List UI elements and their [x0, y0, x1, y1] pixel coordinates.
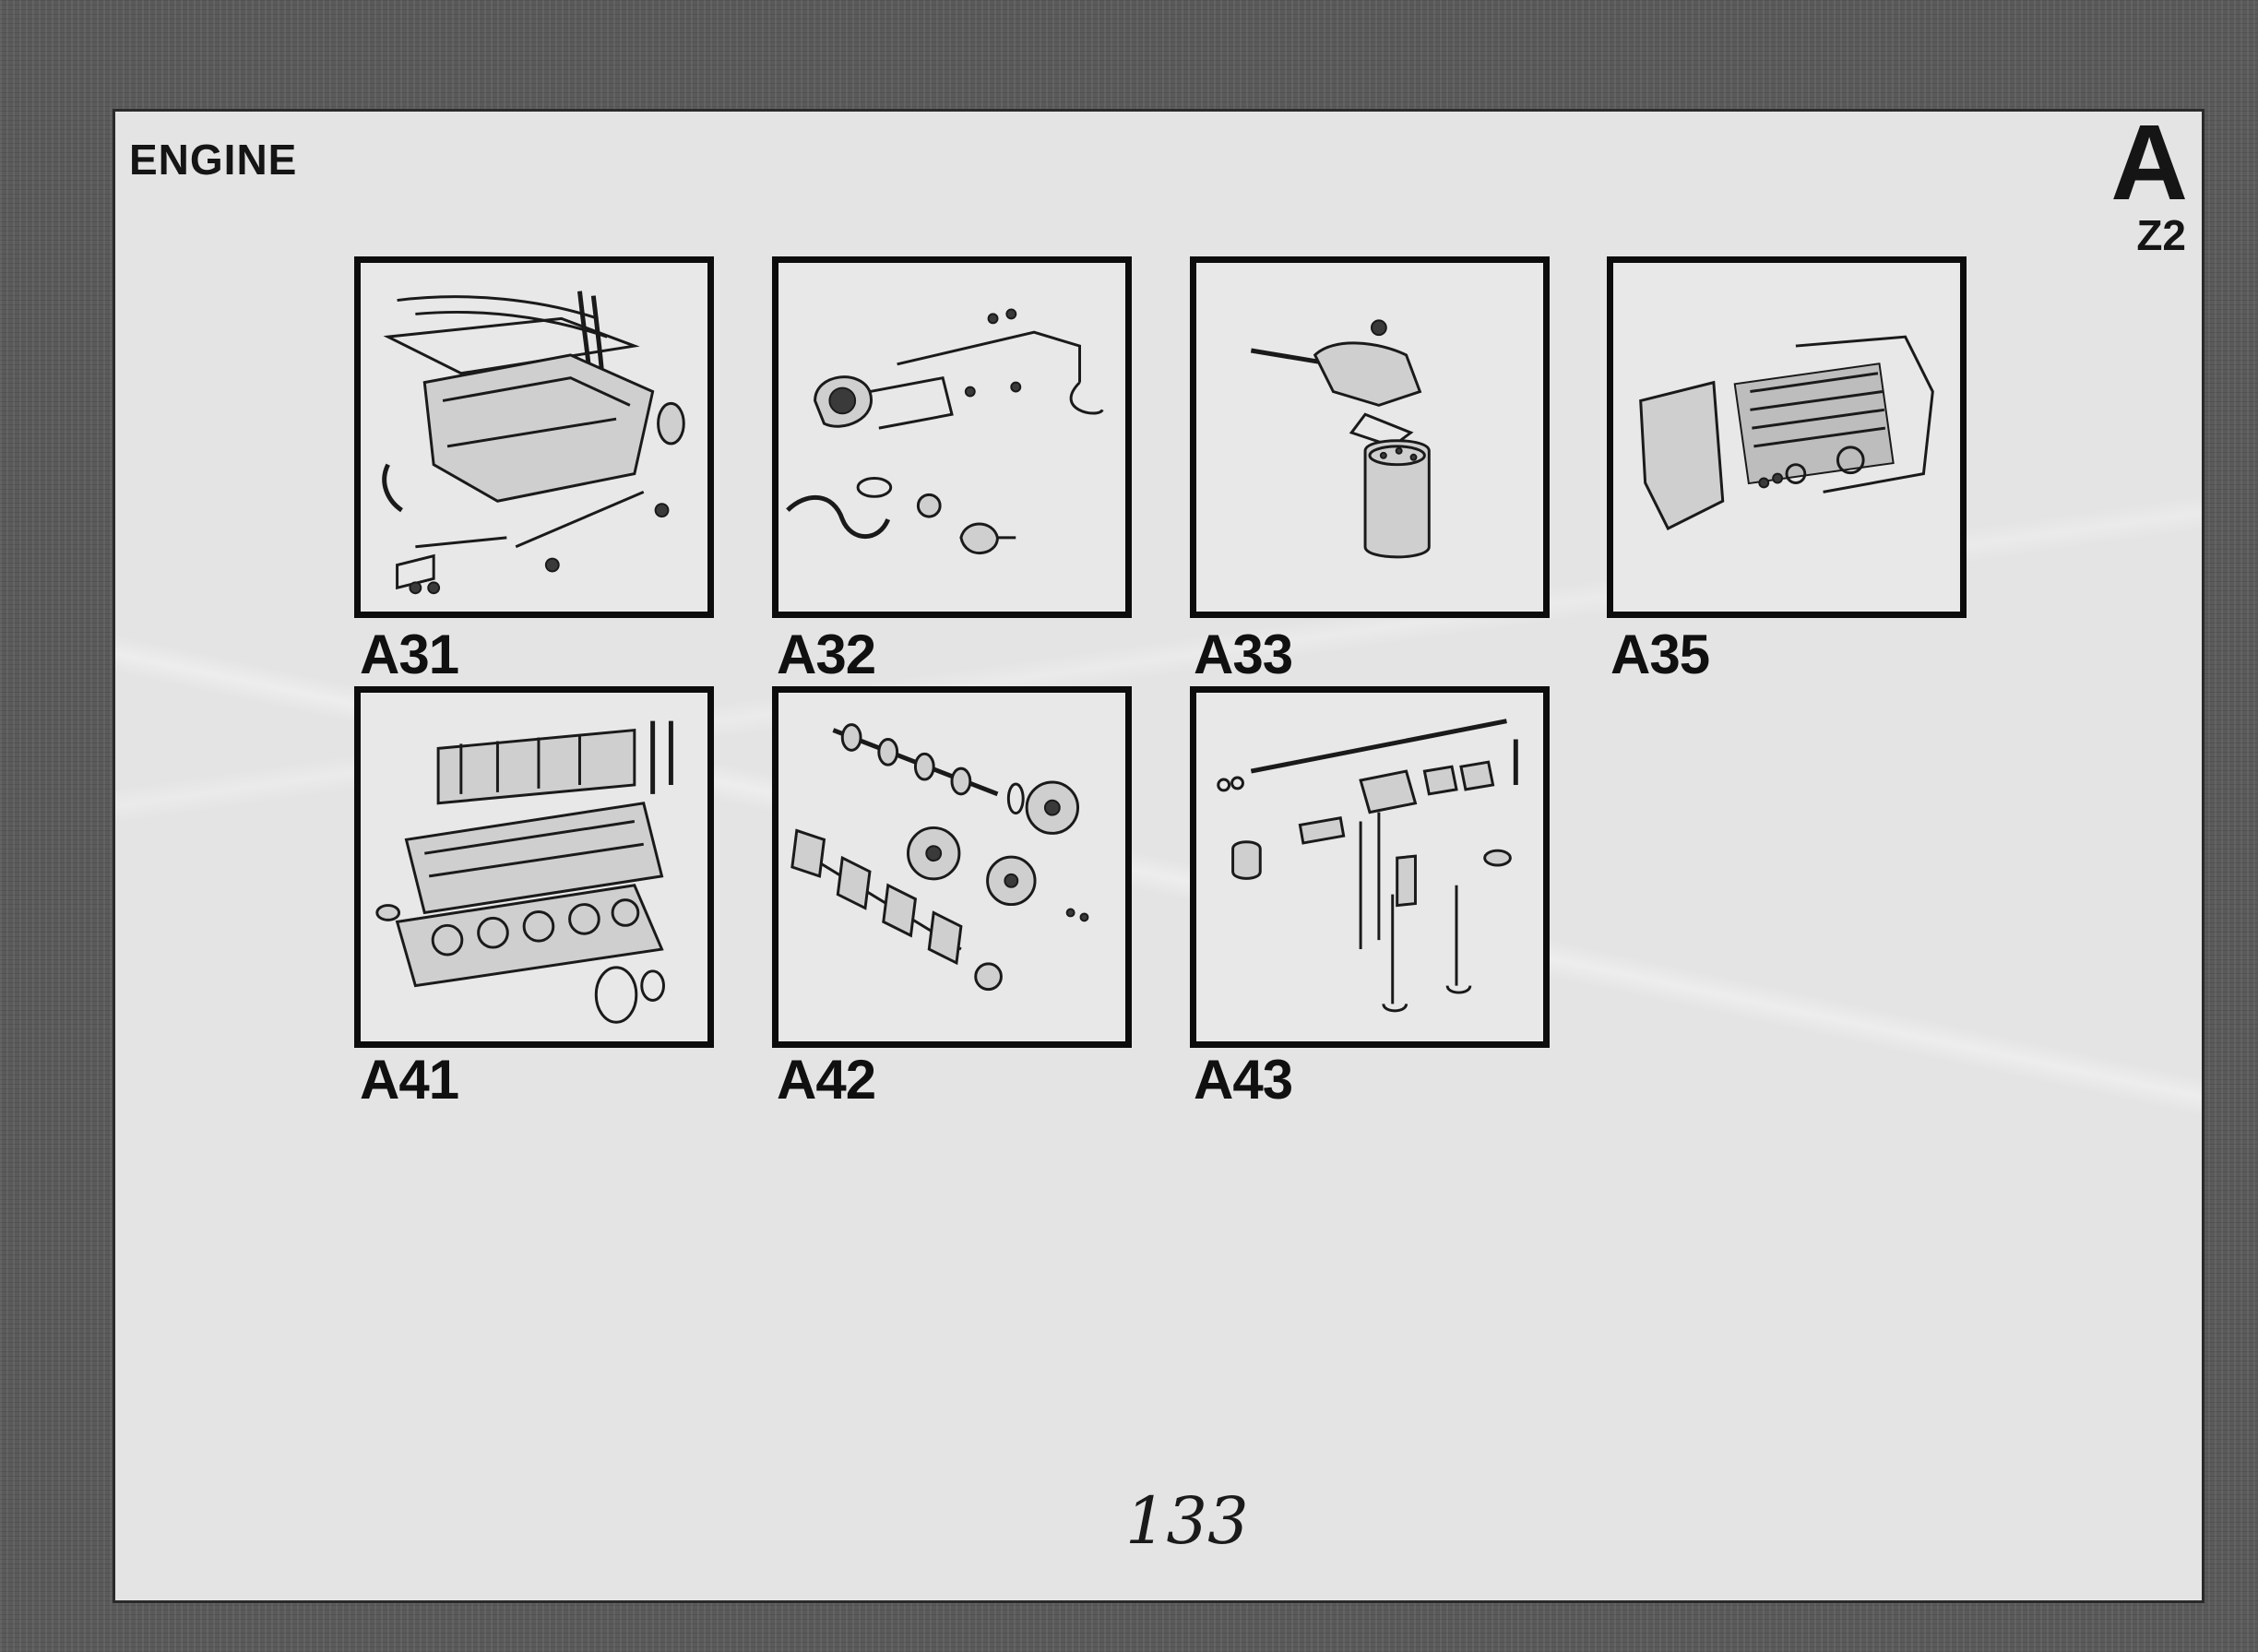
- group-tile-a43[interactable]: [1190, 686, 1550, 1048]
- camshaft-crankshaft-icon: [790, 723, 1089, 992]
- group-tile-a35[interactable]: [1607, 256, 1967, 618]
- group-label-a41[interactable]: A41: [360, 1049, 459, 1111]
- group-tile-a31[interactable]: [354, 256, 714, 618]
- group-label-a35[interactable]: A35: [1610, 624, 1710, 685]
- group-label-a42[interactable]: A42: [777, 1049, 876, 1111]
- group-tile-a41[interactable]: [354, 686, 714, 1048]
- oil-filter-icon: [1250, 319, 1431, 559]
- oil-cooler-icon: [1639, 335, 1934, 530]
- group-label-a43[interactable]: A43: [1194, 1049, 1293, 1111]
- valve-gear-icon: [1217, 719, 1518, 1013]
- catalog-page: ENGINE A Z2 A31: [113, 109, 2205, 1603]
- group-tile-a42[interactable]: [772, 686, 1132, 1048]
- section-code: Z2: [2136, 211, 2186, 259]
- section-title: ENGINE: [129, 136, 298, 184]
- group-label-a31[interactable]: A31: [360, 624, 459, 685]
- page-number: 133: [1125, 1483, 1249, 1559]
- group-label-a32[interactable]: A32: [777, 624, 876, 685]
- cylinder-head-icon: [375, 720, 673, 1024]
- section-letter: A: [2110, 102, 2188, 222]
- oil-pump-icon: [786, 308, 1104, 555]
- group-tile-a32[interactable]: [772, 256, 1132, 618]
- group-label-a33[interactable]: A33: [1194, 624, 1293, 685]
- oil-sump-gasket-icon: [382, 291, 685, 595]
- group-tile-a33[interactable]: [1190, 256, 1550, 618]
